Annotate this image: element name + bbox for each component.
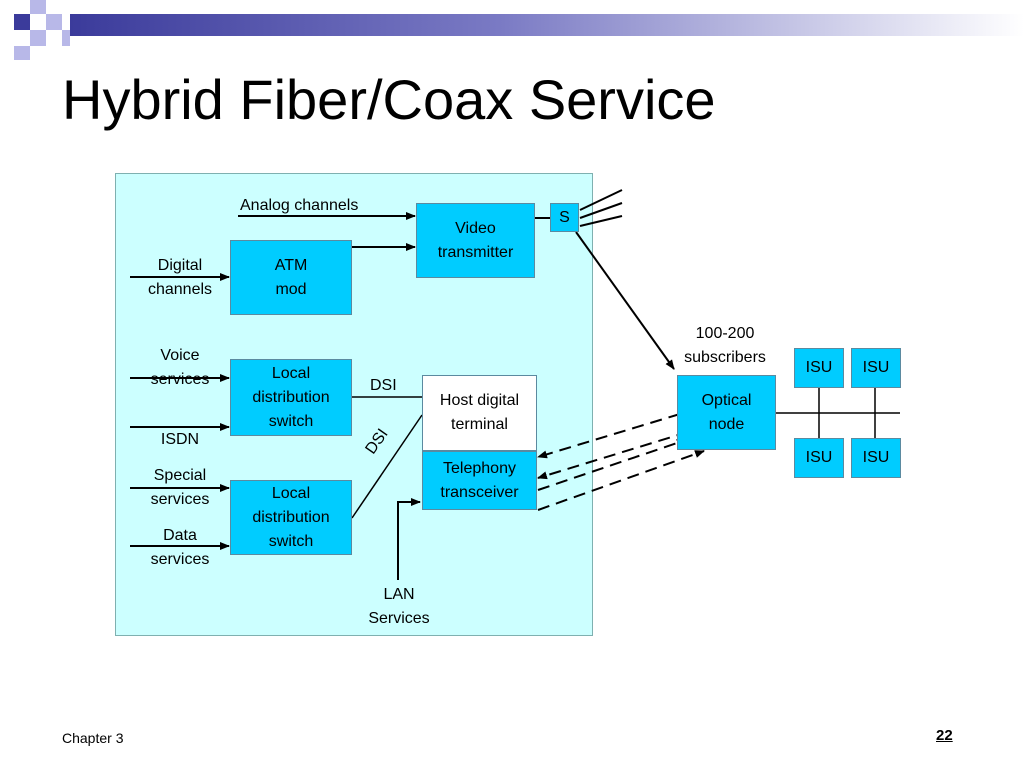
- isu-box: ISU: [851, 348, 901, 388]
- lan-arrow: [397, 498, 421, 580]
- local-distribution-switch-2: Local distribution switch: [230, 480, 352, 555]
- fiber-line: [579, 215, 623, 227]
- page-number: 22: [936, 727, 953, 744]
- telephony-transceiver-box: Telephony transceiver: [422, 451, 537, 510]
- footer-chapter: Chapter 3: [62, 730, 124, 746]
- splitter-box: S: [550, 203, 579, 232]
- dsi-line-diag: [351, 414, 423, 519]
- subscribers-label: 100-200 subscribers: [684, 325, 766, 366]
- decor-square: [30, 0, 46, 14]
- analog-channels-label: Analog channels: [240, 197, 359, 214]
- atm-mod-box: ATM mod: [230, 240, 352, 315]
- video-transmitter-box: Video transmitter: [416, 203, 535, 278]
- isu-box: ISU: [851, 438, 901, 478]
- slide-title: Hybrid Fiber/Coax Service: [62, 68, 716, 131]
- splitter-optical-arrow: [575, 231, 675, 370]
- isdn-label: ISDN: [160, 431, 200, 448]
- dashed-link: [537, 439, 687, 491]
- decor-square: [46, 14, 62, 30]
- fiber-line: [579, 202, 623, 219]
- special-services-label: Special services: [150, 467, 210, 508]
- lan-services-label: LAN Services: [368, 586, 430, 627]
- local-distribution-switch-1: Local distribution switch: [230, 359, 352, 436]
- isu-box: ISU: [794, 348, 844, 388]
- dashed-link: [537, 413, 681, 459]
- digital-channels-label: Digital channels: [147, 257, 213, 298]
- isu-box: ISU: [794, 438, 844, 478]
- dsi-label-top: DSI: [370, 377, 397, 394]
- optical-node-box: Optical node: [677, 375, 776, 450]
- decor-square: [30, 30, 46, 46]
- fiber-line: [579, 189, 623, 211]
- decor-square: [62, 30, 70, 46]
- decor-square: [14, 46, 30, 60]
- host-digital-terminal-box: Host digital terminal: [422, 375, 537, 451]
- dashed-link: [537, 431, 689, 480]
- data-services-label: Data services: [150, 527, 210, 568]
- dashed-link: [537, 450, 705, 511]
- voice-services-label: Voice services: [150, 347, 210, 388]
- title-gradient-bar: [70, 14, 1024, 36]
- title-decoration: [0, 0, 1024, 64]
- decor-square: [14, 14, 30, 30]
